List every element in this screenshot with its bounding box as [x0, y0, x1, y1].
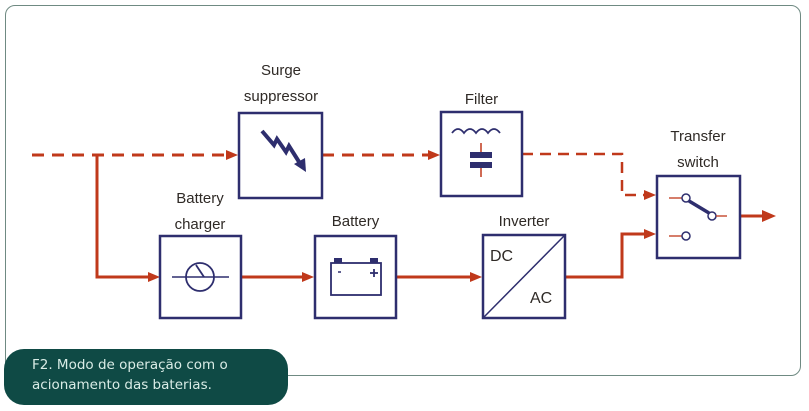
battery-charger-block [158, 234, 243, 320]
surge-suppressor-block [237, 111, 324, 200]
line-filter-to-transfer [522, 152, 648, 197]
inductor-capacitor-icon [451, 128, 501, 177]
connections [32, 150, 776, 282]
line-input-to-charger [95, 155, 152, 279]
inverter-dc-label: DC [490, 248, 514, 265]
battery-charger-label: Battery charger [152, 186, 248, 238]
inverter-label-line1: Inverter [498, 213, 550, 230]
arrow-into-transfer-bottom [644, 229, 656, 239]
arrow-into-filter [428, 150, 440, 160]
battery-icon [330, 258, 382, 296]
charger-label-line2: charger [174, 216, 226, 233]
filter-block [439, 110, 524, 198]
surge-label-line1: Surge [260, 62, 302, 79]
charger-label-line1: Battery [176, 190, 224, 207]
arrow-into-inverter [470, 272, 482, 282]
battery-block [313, 234, 398, 320]
arrow-output [762, 210, 776, 222]
arrow-into-surge [226, 150, 238, 160]
figure-caption: F2. Modo de operação com o acionamento d… [4, 349, 288, 405]
transfer-switch-block [655, 174, 742, 260]
inverter-block [481, 233, 567, 320]
filter-label-line1: Filter [464, 91, 499, 108]
arrow-into-battery [302, 272, 314, 282]
lightning-bolt-icon [260, 129, 306, 172]
line-inverter-to-transfer [565, 232, 648, 279]
figure-frame [5, 5, 801, 376]
dc-ac-icon [483, 235, 565, 318]
inverter-label: Inverter [478, 209, 570, 235]
filter-label: Filter [441, 87, 522, 113]
surge-suppressor-label: Surge suppressor [233, 58, 329, 110]
arrow-into-transfer-top [644, 190, 656, 200]
meter-icon [172, 262, 229, 292]
caption-line2: acionamento das baterias. [32, 377, 212, 393]
surge-label-line2: suppressor [243, 88, 319, 105]
arrow-into-charger [148, 272, 160, 282]
inverter-ac-label: AC [530, 290, 553, 307]
switch-icon [669, 193, 727, 241]
transfer-switch-label: Transfer switch [650, 124, 746, 176]
battery-label: Battery [315, 209, 396, 235]
transfer-label-line2: switch [677, 154, 719, 171]
transfer-label-line1: Transfer [670, 128, 726, 145]
battery-label-line1: Battery [331, 213, 380, 230]
caption-line1: F2. Modo de operação com o [32, 357, 228, 373]
